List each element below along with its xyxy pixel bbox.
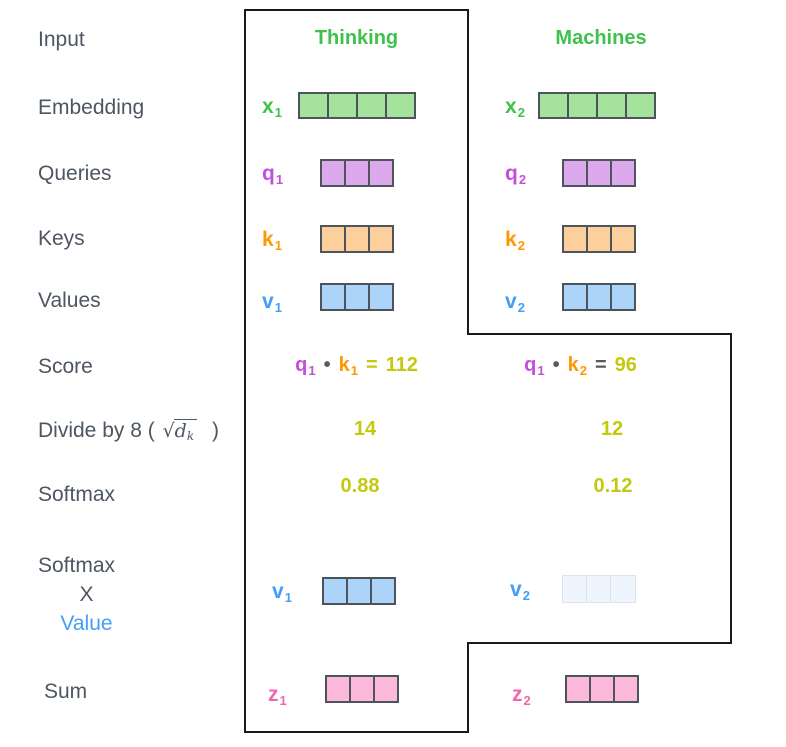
vector-weighted-v2	[562, 575, 636, 603]
vector-v1	[320, 283, 394, 311]
vector-label-weighted-v1: v1	[272, 580, 292, 605]
row-label-embedding: Embedding	[38, 96, 145, 119]
vector-k2	[562, 225, 636, 253]
row-label-keys: Keys	[38, 227, 85, 250]
row-label-softmax: Softmax	[38, 483, 116, 506]
vector-label-k2: k2	[505, 228, 525, 253]
vector-label-x1: x1	[262, 95, 282, 120]
row-label-divide-by-8: Divide by 8 ( √dk )	[38, 419, 219, 443]
vector-q1	[320, 159, 394, 187]
vector-x1	[298, 92, 416, 119]
vector-label-v2: v2	[505, 290, 525, 315]
vector-z1	[325, 675, 399, 703]
vector-weighted-v1	[322, 577, 396, 605]
score-equation-2: q1•k2=96	[524, 354, 637, 378]
vector-label-k1: k1	[262, 228, 282, 253]
sqrt-dk-formula: √dk	[163, 419, 198, 443]
row-label-queries: Queries	[38, 162, 112, 185]
softmax-value-1: 0.88	[340, 475, 380, 497]
vector-x2	[538, 92, 656, 119]
row-label-values: Values	[38, 289, 101, 312]
vector-label-weighted-v2: v2	[510, 578, 530, 603]
vector-label-q1: q1	[262, 162, 284, 187]
vector-k1	[320, 225, 394, 253]
vector-q2	[562, 159, 636, 187]
vector-label-v1: v1	[262, 290, 282, 315]
vector-label-z1: z1	[268, 683, 287, 708]
score-equation-1: q1•k1=112	[295, 354, 418, 378]
vector-label-x2: x2	[505, 95, 525, 120]
divide-value-2: 12	[600, 418, 624, 440]
divide-suffix: )	[211, 419, 219, 442]
vector-z2	[565, 675, 639, 703]
softmax-x-value-line3: Value	[60, 612, 113, 635]
vector-v2	[562, 283, 636, 311]
row-label-sum: Sum	[44, 680, 88, 703]
softmax-x-value-line1: Softmax	[38, 554, 116, 577]
divide-value-1: 14	[353, 418, 377, 440]
vector-label-z2: z2	[512, 683, 531, 708]
row-label-input: Input	[38, 28, 85, 51]
column-header-thinking: Thinking	[314, 27, 399, 49]
row-label-softmax-x-value: Softmax X Value	[38, 551, 135, 638]
softmax-value-2: 0.12	[593, 475, 633, 497]
divide-prefix: Divide by 8 (	[38, 419, 155, 442]
column-header-machines: Machines	[555, 27, 647, 49]
softmax-x-value-line2: X	[79, 583, 94, 606]
vector-label-q2: q2	[505, 162, 527, 187]
row-label-score: Score	[38, 355, 93, 378]
